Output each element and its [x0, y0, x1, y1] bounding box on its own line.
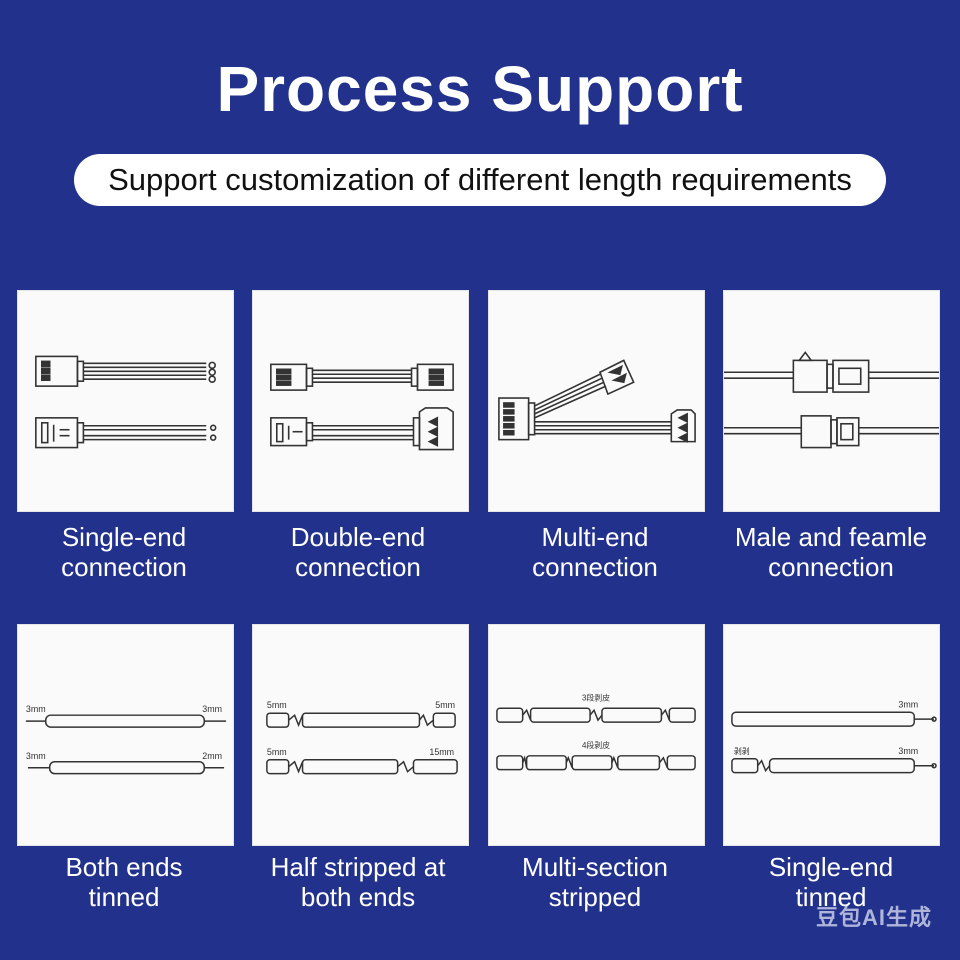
multi-section-stripped-label: Multi-section stripped — [475, 852, 715, 912]
label-line-2: tinned — [88, 882, 160, 912]
label-line-1: Both ends — [65, 852, 183, 882]
bottom-left-dimension: 5mm — [267, 747, 287, 757]
label-line-1: Half stripped at — [270, 852, 446, 882]
bottom-right-dimension: 15mm — [429, 747, 454, 757]
both-ends-tinned-diagram: 3mm 3mm 3mm 2mm — [25, 704, 227, 775]
bottom-left-dimension: 3mm — [26, 751, 46, 761]
double-end-connection-card — [252, 290, 469, 512]
label-line-2: connection — [61, 552, 187, 582]
half-stripped-diagram: 5mm 5mm 5mm 15mm — [266, 700, 458, 775]
top-right-dimension: 3mm — [202, 704, 222, 714]
label-line-2: tinned — [795, 882, 867, 912]
ai-watermark: 豆包AI生成 — [815, 905, 932, 930]
half-stripped-card: 5mm 5mm 5mm 15mm — [252, 624, 469, 846]
single-end-tinned-card: 3mm 剥剥 3mm — [723, 624, 940, 846]
label-line-1: Double-end — [290, 522, 426, 552]
label-line-2: connection — [768, 552, 894, 582]
label-line-1: Single-end — [61, 522, 187, 552]
bottom-center-label: 4段剥皮 — [582, 740, 610, 750]
male-female-connection-card — [723, 290, 940, 512]
bottom-left-label: 剥剥 — [734, 747, 750, 756]
top-right-dimension: 5mm — [435, 700, 455, 710]
bottom-right-dimension: 3mm — [898, 746, 918, 756]
top-right-dimension: 3mm — [898, 699, 918, 709]
single-end-tinned-label: Single-end tinned — [711, 852, 951, 912]
bottom-right-dimension: 2mm — [202, 751, 222, 761]
single-end-connection-card — [17, 290, 234, 512]
single-end-tinned-diagram: 3mm 剥剥 3mm — [731, 699, 937, 774]
male-female-connection-diagram — [724, 351, 939, 449]
multi-section-stripped-diagram: 3段剥皮 4段剥皮 — [496, 692, 696, 771]
page-title: Process Support — [216, 53, 744, 125]
multi-section-stripped-card: 3段剥皮 4段剥皮 — [488, 624, 705, 846]
label-line-1: Male and feamle — [734, 522, 928, 552]
subtitle-pill: Support customization of different lengt… — [74, 154, 886, 206]
top-center-label: 3段剥皮 — [582, 692, 610, 702]
half-stripped-label: Half stripped at both ends — [238, 852, 478, 912]
multi-end-connection-diagram — [498, 359, 696, 443]
label-line-1: Single-end — [768, 852, 894, 882]
both-ends-tinned-card: 3mm 3mm 3mm 2mm — [17, 624, 234, 846]
top-left-dimension: 3mm — [26, 704, 46, 714]
label-line-2: connection — [295, 552, 421, 582]
male-female-connection-label: Male and feamle connection — [711, 522, 951, 582]
label-line-1: Multi-end — [541, 522, 649, 552]
double-end-connection-diagram — [270, 363, 454, 451]
single-end-connection-diagram — [35, 355, 217, 449]
label-line-1: Multi-section — [522, 852, 668, 882]
single-end-connection-label: Single-end connection — [4, 522, 244, 582]
both-ends-tinned-label: Both ends tinned — [4, 852, 244, 912]
label-line-2: both ends — [300, 882, 416, 912]
multi-end-connection-card — [488, 290, 705, 512]
label-line-2: stripped — [548, 882, 642, 912]
multi-end-connection-label: Multi-end connection — [475, 522, 715, 582]
double-end-connection-label: Double-end connection — [238, 522, 478, 582]
top-left-dimension: 5mm — [267, 700, 287, 710]
label-line-2: connection — [532, 552, 658, 582]
